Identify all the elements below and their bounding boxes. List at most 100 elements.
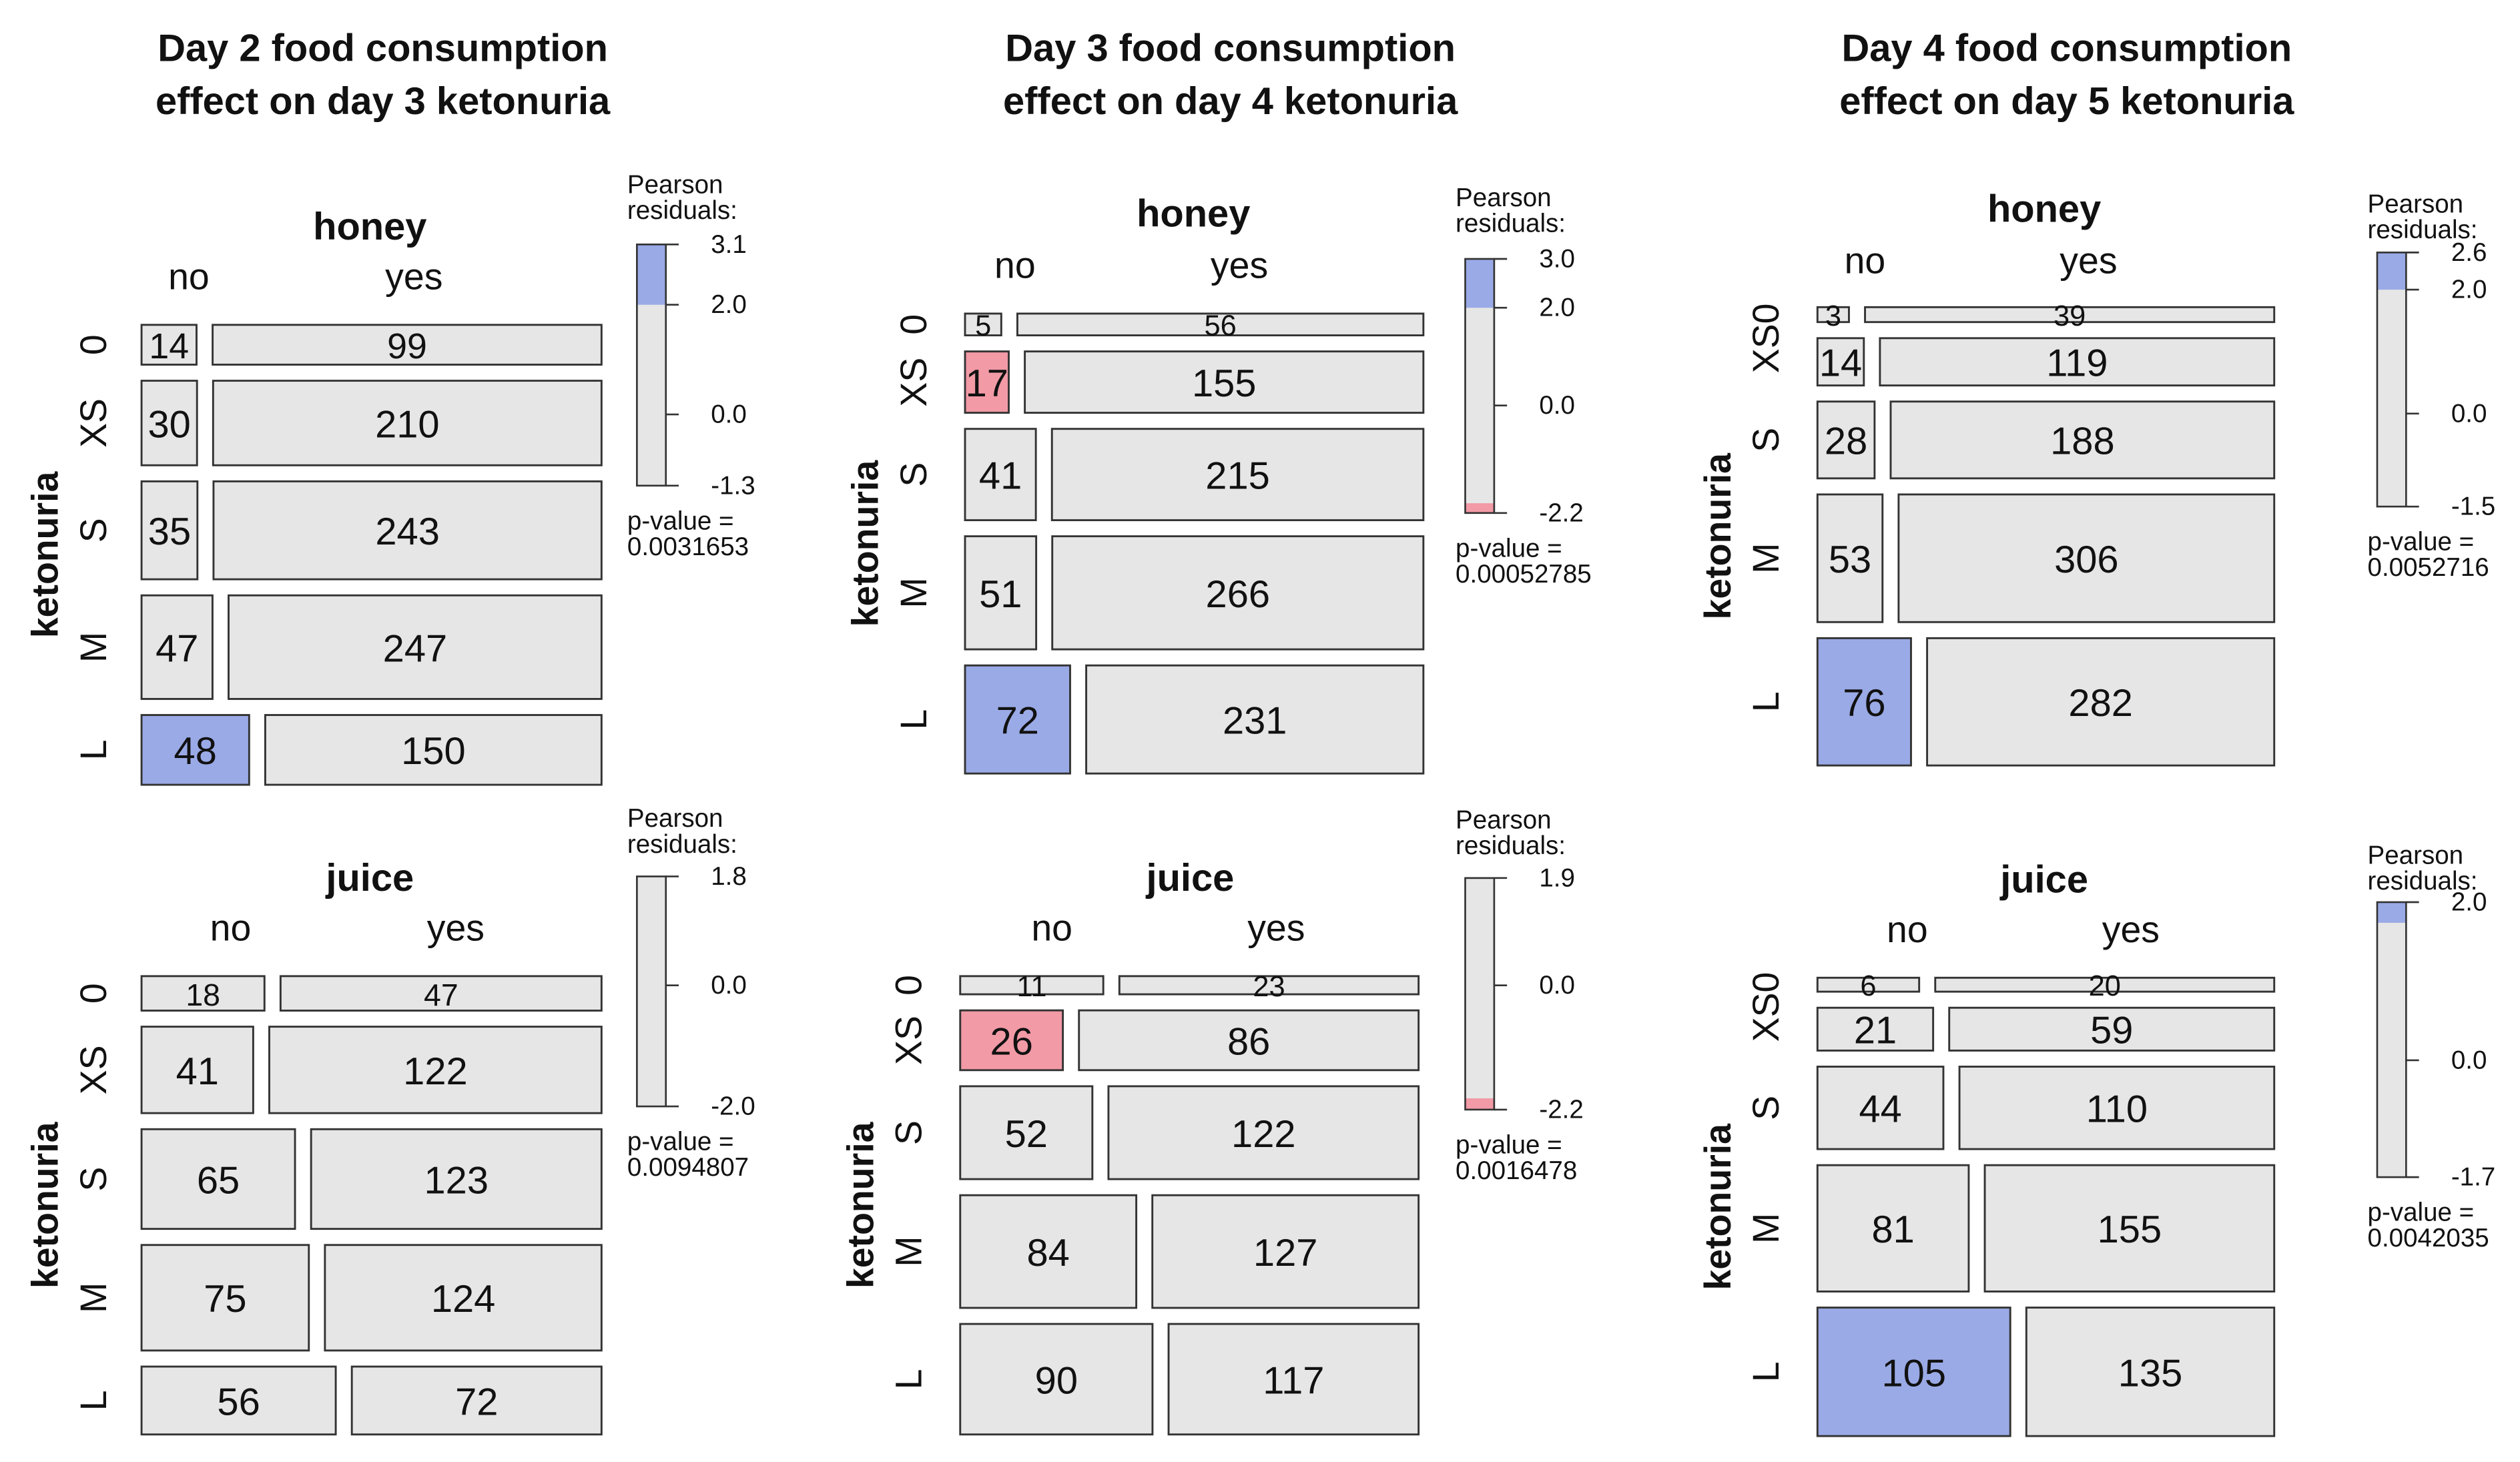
p1-chart-title-line-2: effect on day 3 ketonuria (155, 80, 611, 123)
p4-legend-negative-band (1465, 1098, 1494, 1110)
p3-count-l-yes: 231 (1223, 700, 1287, 743)
p6-count-s-yes: 110 (2086, 1088, 2148, 1131)
p2-column-label-no: no (210, 907, 252, 949)
p4-count-m-no: 84 (1027, 1232, 1070, 1274)
p4-legend-title-line-2: residuals: (1456, 831, 1566, 860)
p3-row-label-l: L (893, 709, 934, 730)
p1-tile-l-yes (264, 714, 603, 786)
p2-count-0-yes: 47 (424, 978, 458, 1012)
p1-count-xs-yes: 210 (375, 403, 439, 446)
p2-legend-tick-label-0: 1.8 (711, 862, 747, 891)
p4-count-l-no: 90 (1035, 1359, 1078, 1402)
p2-count-l-yes: 72 (455, 1381, 498, 1423)
p5-tile-l-no (1816, 637, 1912, 767)
p2-count-m-no: 75 (204, 1278, 246, 1321)
p4-count-xs-no: 26 (990, 1020, 1033, 1063)
p5-panel-label: honey (1987, 188, 2101, 230)
p3-legend-title-line-1: Pearson (1456, 184, 1552, 212)
p5-count-s-no: 28 (1825, 420, 1867, 463)
p4-tile-0-no (959, 975, 1105, 996)
p3-count-l-no: 72 (996, 700, 1039, 743)
p2-row-label-l: L (73, 1390, 114, 1411)
p2-p-value-label: p-value = (627, 1128, 734, 1156)
p4-tile-0-yes (1118, 975, 1420, 996)
p5-chart-title-line-1: Day 4 food consumption (1842, 27, 2292, 69)
p3-legend-tick-label-0: 3.0 (1539, 245, 1575, 274)
p1-tile-xs-yes (212, 380, 603, 466)
p5-legend-tick-label-3: -1.5 (2451, 492, 2495, 521)
p3-count-0-no: 5 (975, 310, 991, 342)
p2-tile-l-yes (350, 1365, 603, 1436)
p4-count-m-yes: 127 (1253, 1232, 1317, 1274)
p5-legend-tick-label-1: 2.0 (2451, 276, 2487, 304)
p1-tile-m-no (140, 594, 214, 700)
p4-tile-l-no (959, 1323, 1154, 1436)
p1-legend-positive-band (637, 244, 666, 305)
p3-count-xs-no: 17 (966, 362, 1008, 405)
p1-column-label-yes: yes (385, 256, 442, 298)
p6-legend-positive-band (2377, 902, 2407, 923)
p3-tile-m-yes (1051, 535, 1425, 651)
p1-legend-tick-label-2: 0.0 (711, 400, 747, 429)
p1-tile-xs-no (140, 380, 198, 466)
p4-tile-l-yes (1167, 1323, 1420, 1436)
p6-tile-0-no (1816, 976, 1921, 993)
p4-panel-label: juice (1146, 857, 1235, 899)
p1-count-xs-no: 30 (147, 403, 190, 446)
p6-count-s-no: 44 (1859, 1088, 1901, 1131)
p5-tile-xs-no (1816, 337, 1865, 387)
p6-count-l-no: 105 (1882, 1352, 1946, 1395)
p3-row-label-0: 0 (893, 314, 934, 335)
p5-legend-tick-label-2: 0.0 (2451, 399, 2487, 428)
p6-column-label-no: no (1887, 909, 1928, 950)
p3-legend-frame (1464, 258, 1496, 514)
p5-chart-title-line-2: effect on day 5 ketonuria (1839, 80, 2294, 123)
p5-legend-title-line-1: Pearson (2368, 190, 2464, 219)
p3-chart-title-line-2: effect on day 4 ketonuria (1003, 80, 1458, 123)
p3-count-m-yes: 266 (1206, 573, 1270, 616)
p3-tile-s-no (964, 428, 1037, 522)
p1-row-label-xs: XS (73, 398, 114, 448)
p5-count-l-no: 76 (1843, 682, 1885, 725)
p2-column-label-yes: yes (427, 907, 485, 949)
p2-tile-s-no (140, 1128, 296, 1230)
p6-p-value: 0.0042035 (2368, 1224, 2489, 1252)
p1-legend-frame (636, 243, 667, 487)
p1-legend-tick-label-0: 3.1 (711, 230, 747, 259)
p3-row-label-xs: XS (893, 358, 934, 407)
p1-legend-tick-label-3: -1.3 (711, 471, 755, 500)
p6-legend-tick-label-2: -1.7 (2451, 1163, 2495, 1192)
p4-row-label-m: M (888, 1236, 930, 1267)
p2-count-s-no: 65 (197, 1159, 240, 1202)
p4-legend-tick-label-1: 0.0 (1539, 971, 1575, 1000)
p1-count-0-yes: 99 (387, 326, 427, 366)
p3-tile-l-yes (1085, 664, 1425, 775)
p1-y-axis-title: ketonuria (24, 471, 65, 639)
p2-tile-m-yes (324, 1244, 603, 1352)
p6-legend-title-line-2: residuals: (2368, 867, 2478, 895)
p5-row-label-s: S (1745, 428, 1787, 452)
p6-legend-tick-label-0: 2.0 (2451, 888, 2487, 917)
p4-legend-tick-label-0: 1.9 (1539, 863, 1575, 892)
p6-row-label-xs0: XS0 (1745, 972, 1787, 1042)
p3-row-label-s: S (893, 462, 934, 487)
p6-tile-xs-yes (1948, 1006, 2276, 1052)
p5-tile-0-no (1816, 306, 1850, 324)
p1-tile-0-no (140, 324, 198, 366)
p6-count-xs-no: 21 (1854, 1010, 1897, 1052)
p6-tile-l-no (1816, 1307, 2011, 1437)
p2-tile-xs-yes (268, 1026, 603, 1114)
p1-tile-s-no (140, 480, 199, 581)
p2-p-value: 0.0094807 (627, 1153, 749, 1182)
p4-legend-tick-label-2: -2.2 (1539, 1095, 1583, 1124)
p4-row-label-xs: XS (888, 1016, 930, 1065)
p4-count-s-no: 52 (1005, 1113, 1048, 1156)
p2-y-axis-title: ketonuria (24, 1121, 65, 1289)
p6-tile-xs-no (1816, 1006, 1935, 1052)
p2-tile-m-no (140, 1244, 310, 1352)
p6-count-m-no: 81 (1871, 1208, 1914, 1251)
p2-legend-title-line-2: residuals: (627, 830, 737, 859)
p4-count-l-yes: 117 (1263, 1359, 1324, 1402)
